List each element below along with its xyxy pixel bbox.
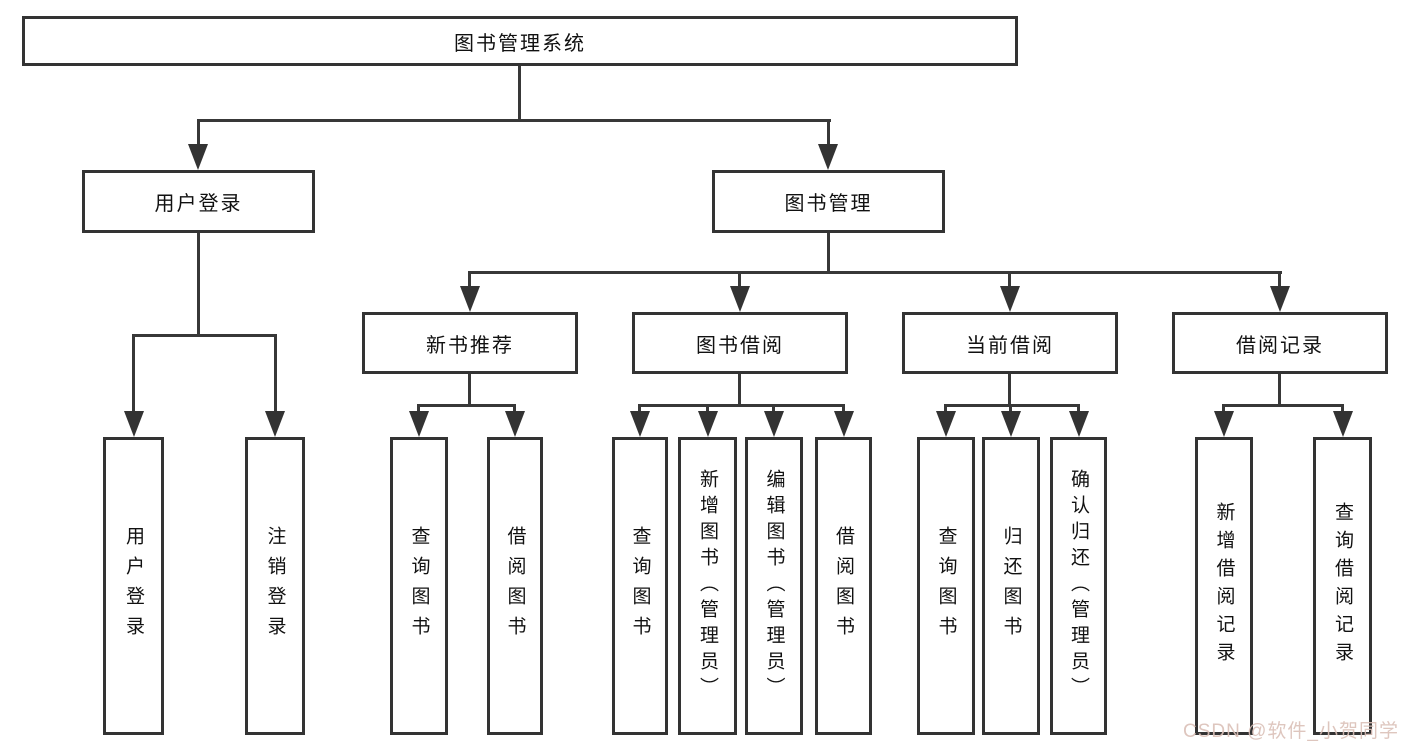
arrowhead-leaf (1001, 411, 1021, 437)
node-label: 用户登录 (154, 193, 243, 215)
arrowhead-book-mgmt (818, 144, 838, 170)
connector-to-records (1278, 272, 1281, 288)
connector-to-current (1008, 272, 1011, 288)
leaf-label: 编辑图书（管理员） (763, 469, 785, 703)
connector-leaf (513, 405, 516, 413)
connector-leaf (1077, 405, 1080, 413)
leaf-add-books-admin: 新增图书（管理员） (678, 437, 737, 735)
arrowhead-records (1270, 286, 1290, 312)
connector-borrowing-rail (638, 404, 845, 407)
connector-root-rail (197, 119, 831, 122)
connector-login-rail (132, 334, 277, 337)
leaf-label: 新增图书（管理员） (697, 469, 718, 703)
node-borrowing-records: 借阅记录 (1172, 312, 1388, 374)
connector-leaf (772, 405, 775, 413)
arrowhead-current (1000, 286, 1020, 312)
connector-mgmt-stub (827, 233, 830, 272)
arrowhead-leaf (1069, 411, 1089, 437)
arrowhead-leaf (630, 411, 650, 437)
connector-to-borrowing (738, 272, 741, 288)
node-library-system: 图书管理系统 (22, 16, 1018, 66)
arrowhead-leaf (409, 411, 429, 437)
connector-root-stub (518, 66, 521, 121)
node-user-login: 用户登录 (82, 170, 315, 233)
node-label: 图书管理系统 (454, 32, 586, 55)
connector-leaf (638, 405, 641, 413)
leaf-label: 注销登录 (264, 526, 286, 646)
connector-records-stub (1278, 374, 1281, 405)
connector-leaf (842, 405, 845, 413)
connector-leaf (1341, 405, 1344, 413)
arrowhead-leaf-login (124, 411, 144, 437)
node-label: 图书管理 (784, 193, 873, 215)
connector-to-leaf-login (132, 335, 135, 413)
node-label: 借阅记录 (1236, 334, 1324, 357)
connector-mgmt-rail (468, 271, 1282, 274)
leaf-label: 借阅图书 (504, 526, 526, 646)
leaf-query-books-borrowing: 查询图书 (612, 437, 668, 735)
connector-login-stub (197, 233, 200, 335)
arrowhead-leaf (505, 411, 525, 437)
leaf-label: 借阅图书 (833, 526, 854, 646)
leaf-confirm-return-admin: 确认归还（管理员） (1050, 437, 1107, 735)
node-label: 当前借阅 (966, 334, 1054, 357)
csdn-watermark: CSDN @软件_小贺同学 (1183, 721, 1399, 742)
leaf-return-books: 归还图书 (982, 437, 1040, 735)
leaf-label: 用户登录 (123, 526, 144, 646)
arrowhead-borrowing (730, 286, 750, 312)
arrowhead-leaf (1214, 411, 1234, 437)
connector-leaf (706, 405, 709, 413)
arrowhead-leaf (936, 411, 956, 437)
connector-leaf (944, 405, 947, 413)
node-book-management: 图书管理 (712, 170, 945, 233)
leaf-borrow-books-recommend: 借阅图书 (487, 437, 543, 735)
node-label: 图书借阅 (696, 334, 784, 357)
connector-newbook-rail (417, 404, 516, 407)
node-book-borrowing: 图书借阅 (632, 312, 848, 374)
arrowhead-leaf (834, 411, 854, 437)
connector-records-rail (1222, 404, 1344, 407)
leaf-label: 查询图书 (935, 526, 957, 646)
arrowhead-user-login (188, 144, 208, 170)
leaf-label: 新增借阅记录 (1213, 502, 1235, 670)
leaf-label: 查询借阅记录 (1332, 502, 1353, 670)
leaf-label: 查询图书 (629, 526, 651, 646)
connector-leaf (417, 405, 420, 413)
connector-to-new-book (468, 272, 471, 288)
leaf-query-books-current: 查询图书 (917, 437, 975, 735)
connector-leaf (1222, 405, 1225, 413)
leaf-edit-books-admin: 编辑图书（管理员） (745, 437, 803, 735)
leaf-borrow-books-borrowing: 借阅图书 (815, 437, 872, 735)
node-current-borrowing: 当前借阅 (902, 312, 1118, 374)
leaf-query-borrow-record: 查询借阅记录 (1313, 437, 1372, 735)
leaf-add-borrow-record: 新增借阅记录 (1195, 437, 1253, 735)
leaf-query-books-recommend: 查询图书 (390, 437, 448, 735)
arrowhead-leaf (764, 411, 784, 437)
connector-to-user-login (197, 120, 200, 147)
leaf-label: 查询图书 (408, 526, 430, 646)
connector-to-leaf-logout (274, 335, 277, 413)
connector-to-book-mgmt (827, 120, 830, 147)
node-new-book-recommend: 新书推荐 (362, 312, 578, 374)
node-label: 新书推荐 (426, 334, 514, 357)
leaf-user-login: 用户登录 (103, 437, 164, 735)
arrowhead-leaf (698, 411, 718, 437)
connector-current-rail (944, 404, 1080, 407)
leaf-label: 归还图书 (1000, 526, 1022, 646)
leaf-logout: 注销登录 (245, 437, 305, 735)
leaf-label: 确认归还（管理员） (1068, 469, 1089, 703)
connector-borrowing-stub (738, 374, 741, 405)
arrowhead-new-book (460, 286, 480, 312)
connector-newbook-stub (468, 374, 471, 405)
connector-current-stub (1008, 374, 1011, 405)
arrowhead-leaf-logout (265, 411, 285, 437)
connector-leaf (1009, 405, 1012, 413)
arrowhead-leaf (1333, 411, 1353, 437)
